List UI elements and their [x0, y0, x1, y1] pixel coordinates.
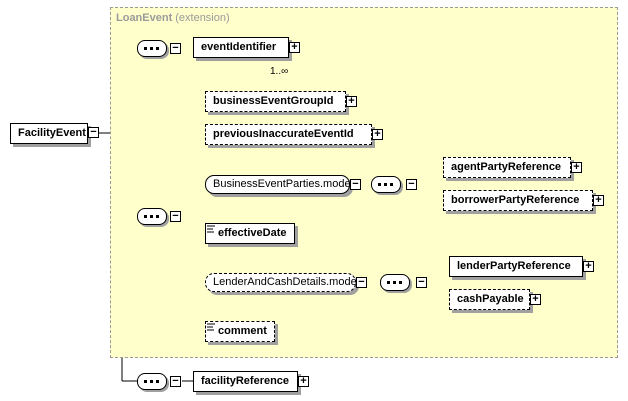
group-businesseventparties-model[interactable]: BusinessEventParties.model	[205, 175, 354, 194]
collapse-symbol: −	[172, 210, 179, 222]
expand-symbol: +	[532, 293, 539, 305]
collapse-symbol: −	[172, 42, 179, 54]
extension-title: LoanEvent(extension)	[116, 12, 230, 24]
expand-symbol: +	[374, 128, 381, 140]
element-label: facilityReference	[201, 375, 290, 387]
extension-kind: (extension)	[175, 12, 230, 24]
element-label: previousInaccurateEventId	[213, 128, 354, 140]
element-cashpayable[interactable]: cashPayable	[449, 289, 530, 310]
expand-toggle-businesseventgroupid[interactable]: +	[346, 96, 357, 107]
element-label: lenderPartyReference	[457, 260, 571, 272]
collapse-toggle-sequence-3[interactable]: −	[170, 376, 181, 387]
collapse-symbol: −	[352, 178, 359, 190]
collapse-symbol: −	[408, 178, 415, 190]
expand-toggle-lenderpartyreference[interactable]: +	[583, 261, 594, 272]
collapse-toggle-sequence-4[interactable]: −	[406, 179, 417, 190]
expand-toggle-cashpayable[interactable]: +	[530, 294, 541, 305]
collapse-symbol: −	[172, 375, 179, 387]
expand-symbol: +	[573, 161, 580, 173]
expand-symbol: +	[595, 194, 602, 206]
element-lenderpartyreference[interactable]: lenderPartyReference	[449, 256, 583, 277]
element-label: eventIdentifier	[201, 41, 277, 53]
collapse-toggle-businesseventparties[interactable]: −	[350, 179, 361, 190]
expand-symbol: +	[291, 41, 298, 53]
expand-toggle-previousinaccurateeventid[interactable]: +	[372, 129, 383, 140]
expand-toggle-facilityreference[interactable]: +	[298, 376, 309, 387]
simple-type-icon	[207, 323, 215, 331]
element-eventidentifier[interactable]: eventIdentifier	[193, 37, 289, 58]
expand-symbol: +	[585, 260, 592, 272]
expand-toggle-agentpartyreference[interactable]: +	[571, 162, 582, 173]
element-label: agentPartyReference	[451, 161, 562, 173]
expand-symbol: +	[348, 95, 355, 107]
sequence-compositor-icon	[380, 274, 410, 291]
collapse-symbol: −	[358, 276, 365, 288]
simple-type-icon	[207, 225, 215, 233]
element-borrowerpartyreference[interactable]: borrowerPartyReference	[443, 190, 593, 211]
collapse-toggle-sequence-5[interactable]: −	[416, 277, 427, 288]
extension-region	[110, 7, 618, 358]
cardinality-label: 1..∞	[270, 66, 289, 77]
element-businesseventgroupid[interactable]: businessEventGroupId	[205, 91, 346, 112]
sequence-compositor-icon	[137, 208, 167, 225]
expand-toggle-eventidentifier[interactable]: +	[289, 42, 300, 53]
element-label: businessEventGroupId	[213, 95, 334, 107]
collapse-toggle-root[interactable]: −	[88, 127, 99, 138]
element-label: comment	[218, 325, 267, 337]
sequence-compositor-icon	[371, 176, 401, 193]
element-comment[interactable]: comment	[205, 321, 275, 342]
group-label: BusinessEventParties.model	[213, 178, 354, 190]
element-label: cashPayable	[457, 293, 524, 305]
group-lenderandcashdetails-model[interactable]: LenderAndCashDetails.model	[205, 273, 360, 292]
element-effectivedate[interactable]: effectiveDate	[205, 223, 295, 244]
collapse-symbol: −	[418, 276, 425, 288]
expand-toggle-borrowerpartyreference[interactable]: +	[593, 195, 604, 206]
element-label: effectiveDate	[218, 227, 287, 239]
extension-name: LoanEvent	[116, 12, 173, 24]
collapse-toggle-sequence-1[interactable]: −	[170, 43, 181, 54]
collapse-symbol: −	[90, 126, 97, 138]
element-facilityreference[interactable]: facilityReference	[193, 371, 298, 392]
root-element-facilityevent[interactable]: FacilityEvent	[10, 123, 88, 144]
collapse-toggle-sequence-2[interactable]: −	[170, 211, 181, 222]
group-label: LenderAndCashDetails.model	[213, 276, 360, 288]
element-label: borrowerPartyReference	[451, 194, 580, 206]
sequence-compositor-icon	[137, 40, 167, 57]
expand-symbol: +	[300, 375, 307, 387]
root-element-label: FacilityEvent	[18, 127, 86, 139]
element-previousinaccurateeventid[interactable]: previousInaccurateEventId	[205, 124, 372, 145]
collapse-toggle-lenderandcashdetails[interactable]: −	[356, 277, 367, 288]
element-agentpartyreference[interactable]: agentPartyReference	[443, 157, 571, 178]
sequence-compositor-icon	[137, 373, 167, 390]
